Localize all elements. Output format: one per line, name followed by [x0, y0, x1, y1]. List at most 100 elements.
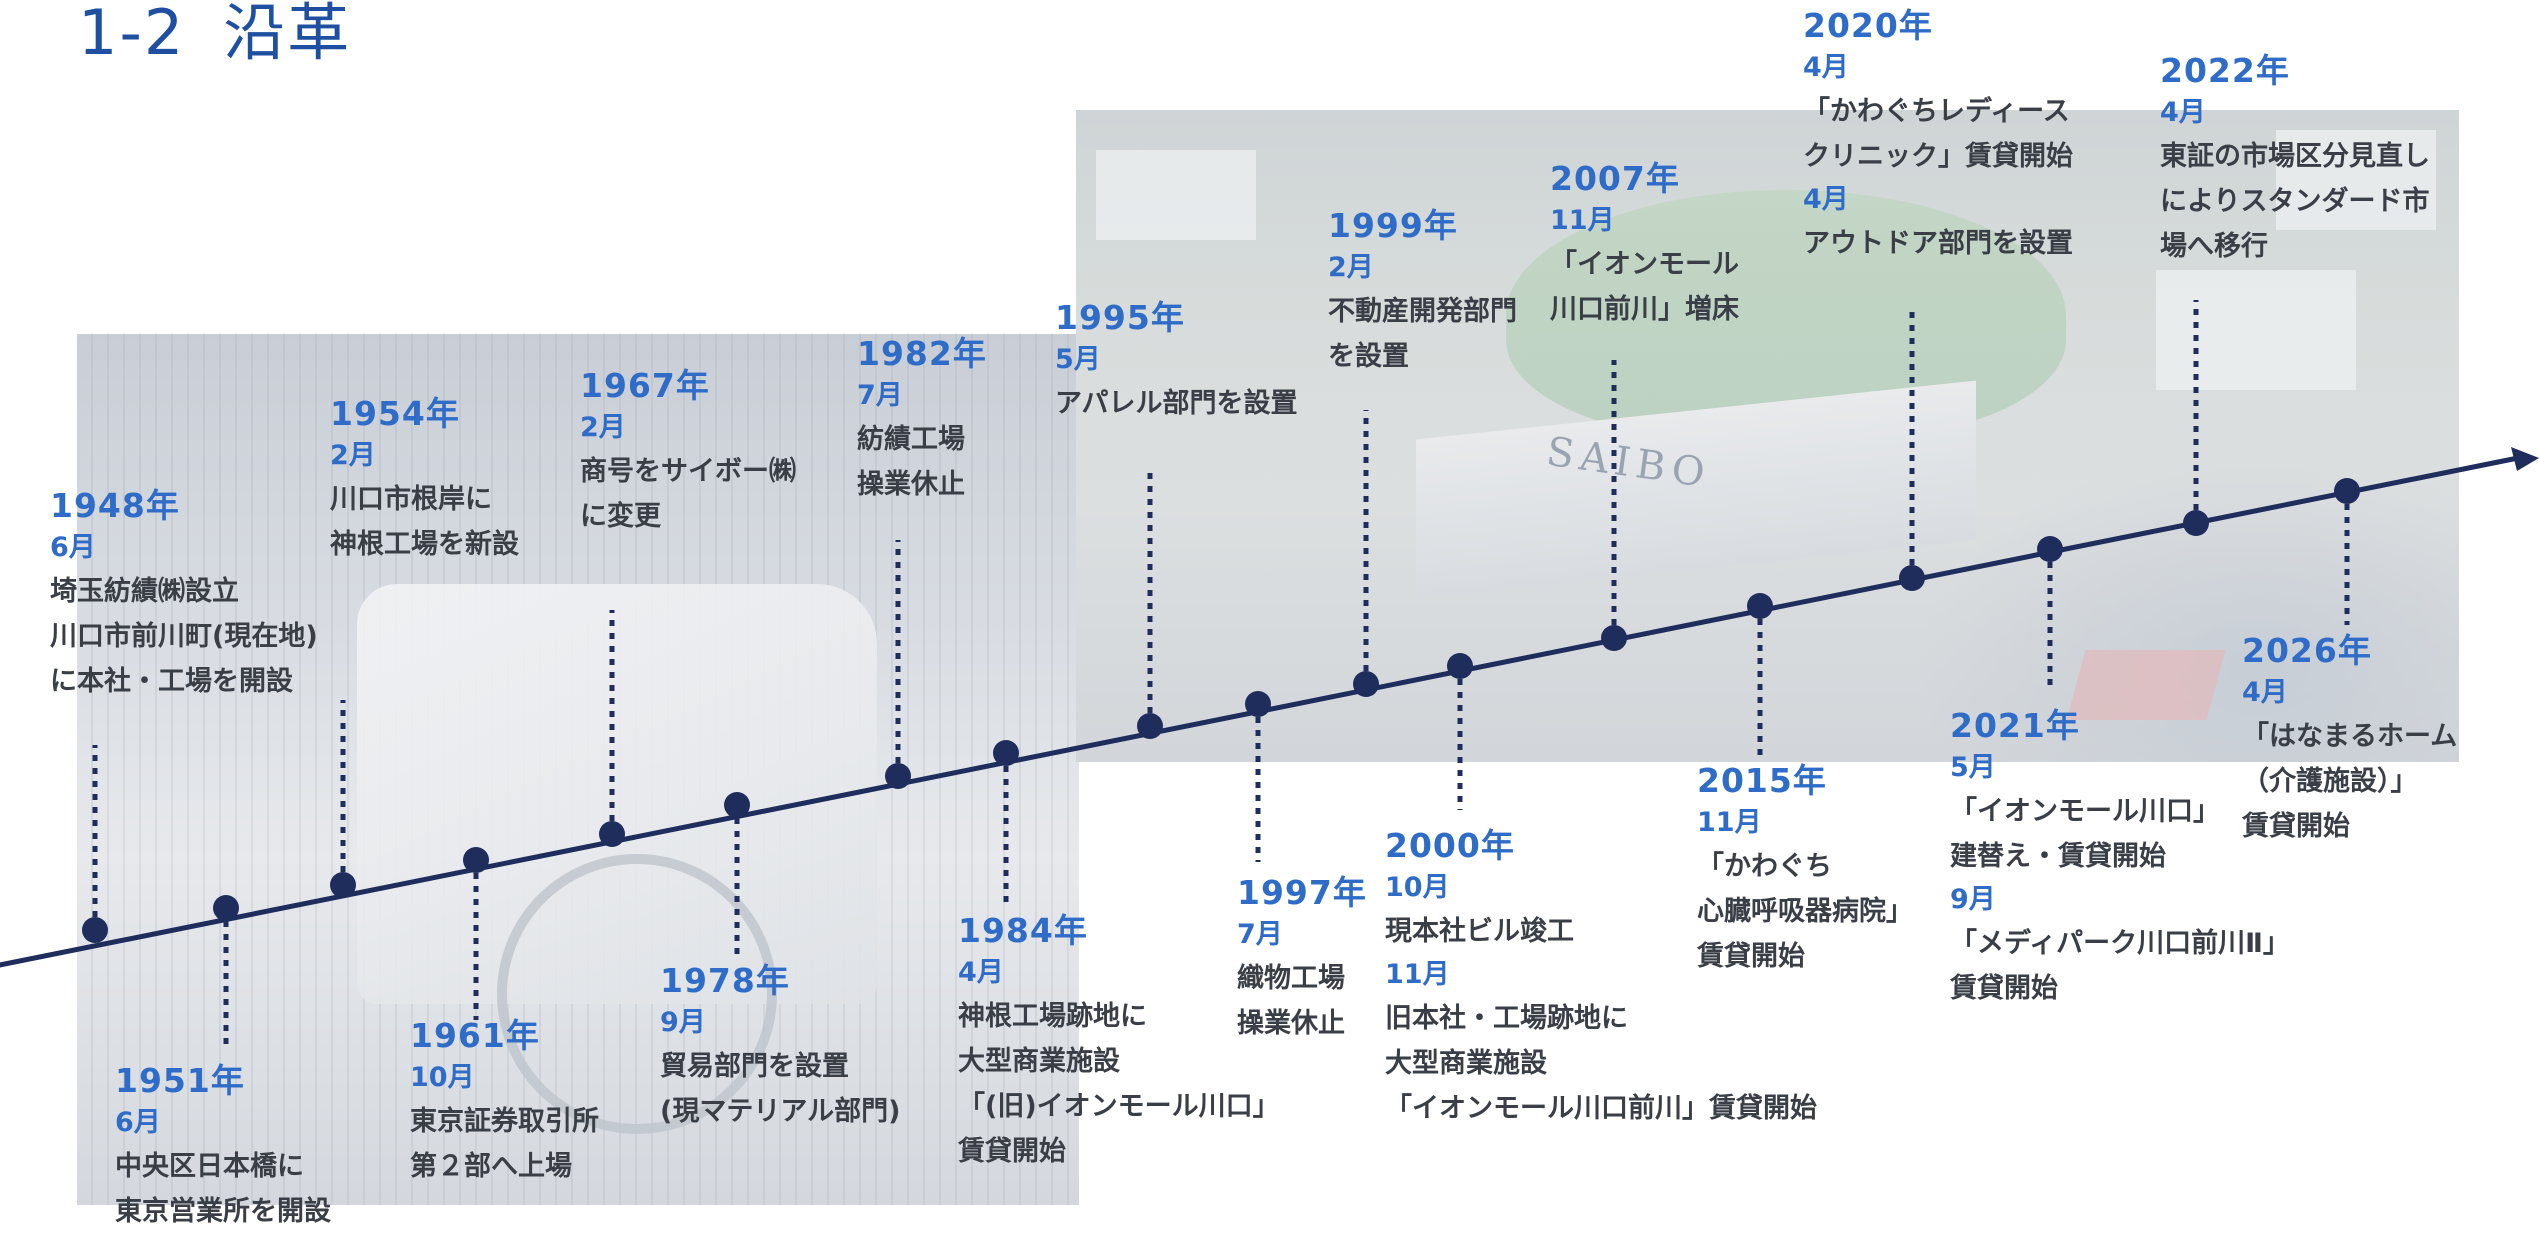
- event-month: 10月: [410, 1062, 475, 1093]
- timeline-arrowhead: [2511, 447, 2539, 471]
- event-1982: 1982年 7月 紡績工場 操業休止: [857, 333, 987, 507]
- event-month: 2月: [1328, 252, 1374, 283]
- event-2021: 2021年 5月 「イオンモール川口」 建替え・賃貸開始 9月 「メディパーク川…: [1950, 705, 2290, 1011]
- event-year: 1978年: [660, 961, 790, 1000]
- page-title: 1-2 沿革: [78, 0, 351, 72]
- event-year: 1995年: [1055, 298, 1185, 337]
- section-title: 沿革: [223, 0, 352, 69]
- event-1954: 1954年 2月 川口市根岸に 神根工場を新設: [330, 393, 519, 567]
- event-text-line: クリニック」賃貸開始: [1803, 141, 2073, 172]
- event-text-line: 川口市根岸に: [330, 484, 492, 515]
- event-month: 4月: [1803, 184, 1849, 215]
- event-month: 10月: [1385, 872, 1450, 903]
- event-1997: 1997年 7月 織物工場 操業休止: [1237, 872, 1367, 1046]
- event-text-line: 大型商業施設: [958, 1046, 1120, 1077]
- event-text-line: 「はなまるホーム: [2242, 721, 2458, 752]
- marker-2015: [1747, 593, 1773, 619]
- event-text-line: に本社・工場を開設: [50, 666, 293, 697]
- event-text-line: 不動産開発部門: [1328, 296, 1517, 327]
- marker-1997: [1245, 691, 1271, 717]
- event-text-line: 建替え・賃貸開始: [1950, 841, 2166, 872]
- event-1951: 1951年 6月 中央区日本橋に 東京営業所を開設: [115, 1060, 331, 1234]
- event-text-line: 紡績工場: [857, 424, 965, 455]
- event-text-line: 賃貸開始: [958, 1136, 1066, 1167]
- event-text-line: 「かわぐち: [1697, 851, 1832, 882]
- event-month: 2月: [580, 412, 626, 443]
- event-year: 1984年: [958, 911, 1088, 950]
- event-month: 5月: [1950, 752, 1996, 783]
- factory-photo: [77, 334, 1079, 1205]
- event-text-line: アパレル部門を設置: [1055, 388, 1298, 419]
- event-month: 4月: [2242, 677, 2288, 708]
- event-year: 1997年: [1237, 873, 1367, 912]
- marker-1961: [463, 847, 489, 873]
- marker-1995: [1137, 713, 1163, 739]
- event-text-line: （介護施設）」: [2242, 766, 2418, 797]
- event-text-line: アウトドア部門を設置: [1803, 228, 2073, 259]
- event-month: 5月: [1055, 344, 1101, 375]
- event-month: 2月: [330, 440, 376, 471]
- event-month: 7月: [1237, 919, 1283, 950]
- event-year: 2015年: [1697, 761, 1827, 800]
- event-text-line: 商号をサイボー㈱: [580, 456, 796, 487]
- event-month: 6月: [50, 532, 96, 563]
- event-text-line: 織物工場: [1237, 963, 1345, 994]
- event-text-line: 「イオンモール川口」: [1950, 796, 2220, 827]
- event-year: 2020年: [1803, 6, 1933, 45]
- event-year: 2000年: [1385, 826, 1515, 865]
- event-text-line: 神根工場を新設: [330, 529, 519, 560]
- event-text-line: 神根工場跡地に: [958, 1001, 1147, 1032]
- marker-1978: [724, 792, 750, 818]
- event-2000: 2000年 10月 現本社ビル竣工 11月 旧本社・工場跡地に 大型商業施設 「…: [1385, 825, 1817, 1131]
- event-text-line: 心臓呼吸器病院」: [1697, 896, 1913, 927]
- event-1978: 1978年 9月 貿易部門を設置 (現マテリアル部門): [660, 960, 900, 1134]
- event-1967: 1967年 2月 商号をサイボー㈱ に変更: [580, 365, 796, 539]
- event-text-line: 旧本社・工場跡地に: [1385, 1003, 1628, 1034]
- event-1948: 1948年 6月 埼玉紡績㈱設立 川口市前川町(現在地) に本社・工場を開設: [50, 485, 318, 704]
- event-text-line: 「(旧)イオンモール川口」: [958, 1091, 1280, 1122]
- event-text-line: に変更: [580, 501, 661, 532]
- event-year: 2007年: [1550, 159, 1680, 198]
- event-text-line: 操業休止: [857, 469, 965, 500]
- event-text-line: 川口市前川町(現在地): [50, 621, 318, 652]
- event-year: 1961年: [410, 1016, 540, 1055]
- event-year: 2022年: [2160, 51, 2290, 90]
- markers: [82, 478, 2360, 943]
- event-text-line: (現マテリアル部門): [660, 1096, 901, 1127]
- event-2007: 2007年 11月 「イオンモール 川口前川」増床: [1550, 158, 1739, 332]
- event-2015: 2015年 11月 「かわぐち 心臓呼吸器病院」 賃貸開始: [1697, 760, 1913, 979]
- event-text-line: 「イオンモール川口前川」賃貸開始: [1385, 1093, 1817, 1124]
- loom-wheel-shape: [497, 854, 777, 1134]
- event-text-line: 貿易部門を設置: [660, 1051, 849, 1082]
- section-number: 1-2: [78, 0, 186, 69]
- event-year: 1967年: [580, 366, 710, 405]
- event-text-line: 賃貸開始: [2242, 811, 2350, 842]
- event-2020: 2020年 4月 「かわぐちレディース クリニック」賃貸開始 4月 アウトドア部…: [1803, 5, 2073, 266]
- event-2026: 2026年 4月 「はなまるホーム （介護施設）」 賃貸開始: [2242, 630, 2457, 849]
- event-month: 4月: [958, 957, 1004, 988]
- marker-1948: [82, 917, 108, 943]
- marker-1967: [599, 821, 625, 847]
- event-month: 11月: [1385, 959, 1450, 990]
- event-month: 7月: [857, 380, 903, 411]
- building-block: [1096, 150, 1256, 240]
- marker-1999: [1353, 671, 1379, 697]
- event-1995: 1995年 5月 アパレル部門を設置: [1055, 297, 1297, 426]
- marker-2021: [2037, 536, 2063, 562]
- marker-2026: [2334, 478, 2360, 504]
- event-text-line: 東京証券取引所: [410, 1106, 599, 1137]
- event-text-line: 「かわぐちレディース: [1803, 96, 2070, 127]
- marker-1982: [885, 763, 911, 789]
- event-text-line: 大型商業施設: [1385, 1048, 1547, 1079]
- marker-1954: [330, 872, 356, 898]
- event-month: 9月: [1950, 884, 1996, 915]
- connectors: [92, 300, 2350, 1048]
- event-month: 11月: [1550, 205, 1615, 236]
- event-text-line: によりスタンダード市: [2160, 186, 2430, 217]
- marker-2000: [1447, 653, 1473, 679]
- marker-2022: [2183, 510, 2209, 536]
- event-year: 1951年: [115, 1061, 245, 1100]
- event-month: 4月: [2160, 97, 2206, 128]
- event-year: 1948年: [50, 486, 180, 525]
